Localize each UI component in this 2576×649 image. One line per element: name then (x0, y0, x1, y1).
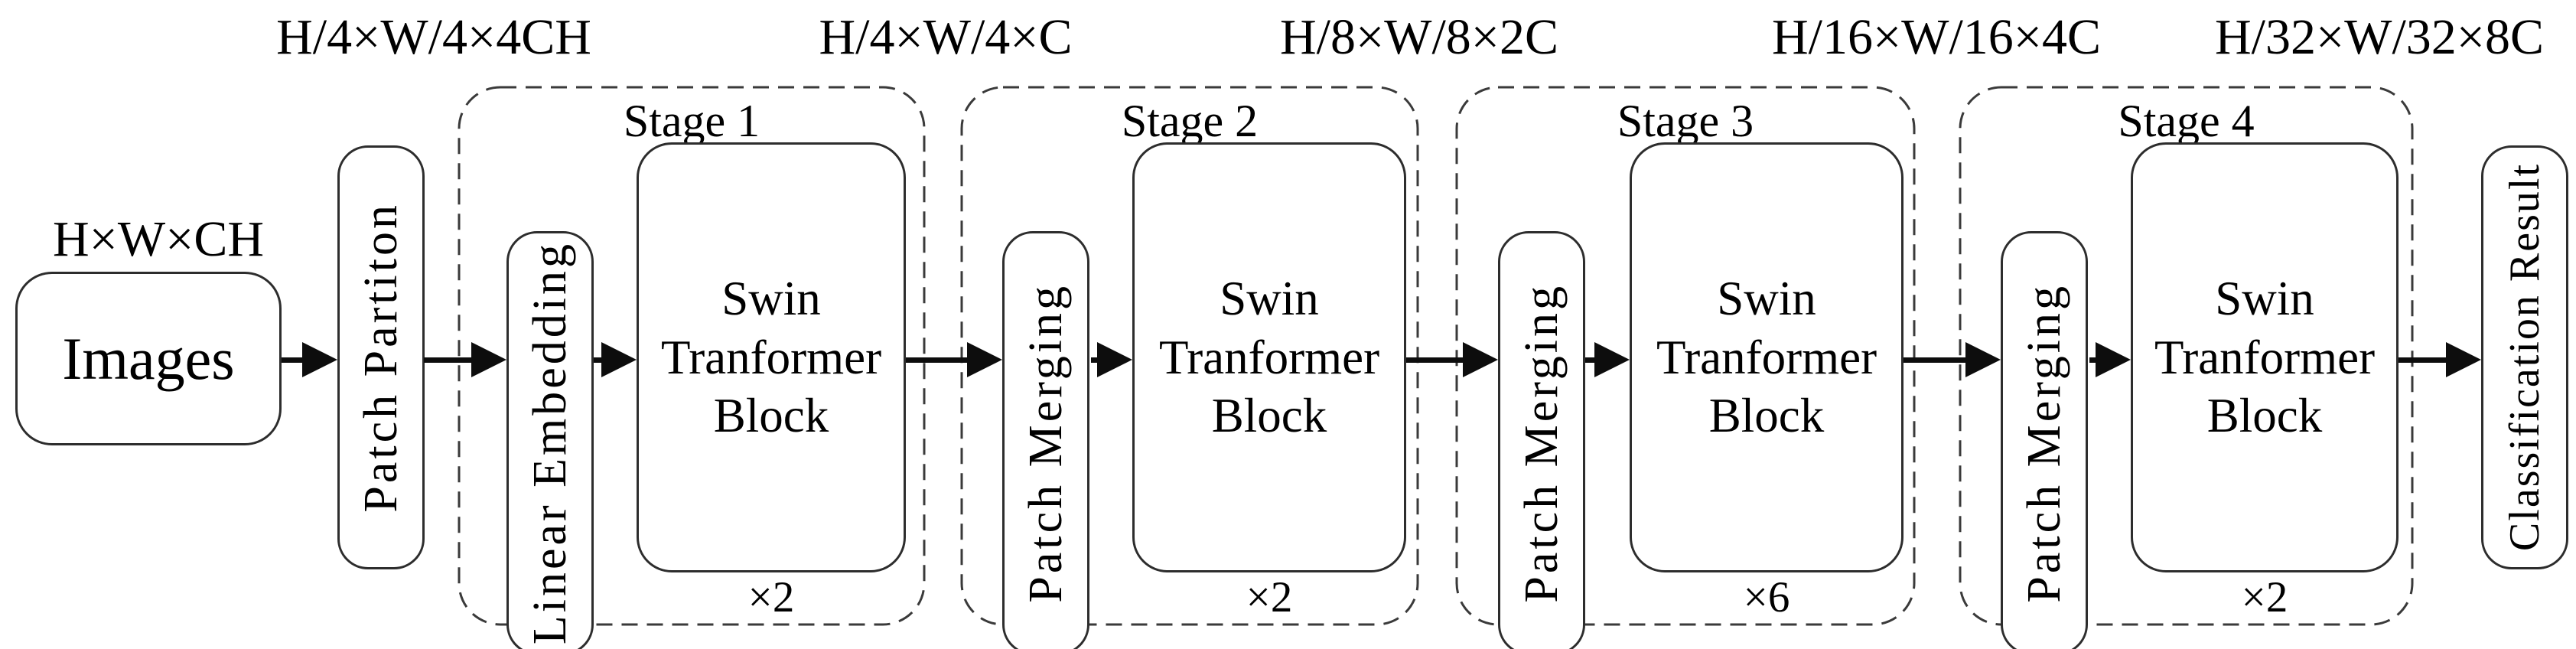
stage-3-group: Stage 3 Patch Merging Swin Tranformer Bl… (1455, 86, 1916, 649)
stage-3-repeat-label: ×6 (1743, 573, 1790, 621)
stage-1-dashed-outline (458, 86, 926, 626)
stage-3-swin-block-label: Swin Tranformer Block (1656, 271, 1877, 443)
stage-4-dashed-outline (1959, 86, 2414, 626)
arrowhead-icon (601, 342, 637, 377)
stage-4-group: Stage 4 Patch Merging Swin Tranformer Bl… (1959, 86, 2414, 649)
arrowhead-icon (2446, 342, 2481, 377)
stage-1-title: Stage 1 (623, 96, 760, 146)
arrow-shaft (1904, 357, 1969, 363)
arrow-shaft (906, 357, 971, 363)
arrow-shaft (594, 357, 605, 363)
stage-3-title: Stage 3 (1617, 96, 1754, 146)
arrowhead-icon (1097, 342, 1132, 377)
arrowhead-icon (1965, 342, 2001, 377)
flow-arrow-patch-partition-to-linear-embedding (424, 341, 506, 378)
stage-1-swin-block-box: Swin Tranformer Block (637, 142, 906, 572)
stage-2-repeat-label: ×2 (1246, 573, 1293, 621)
arrowhead-icon (471, 342, 506, 377)
flow-arrow-images-to-patch-partition (282, 341, 337, 378)
classification-result-label: Classification Result (2501, 163, 2548, 552)
arrow-shaft (1585, 357, 1598, 363)
flow-arrow-stage-2-to-stage-3 (1406, 341, 1498, 378)
arrow-shaft (2399, 357, 2450, 363)
images-box: Images (15, 272, 282, 445)
classification-result-box: Classification Result (2481, 145, 2568, 569)
stage-2-title: Stage 2 (1121, 96, 1259, 146)
dimension-label-2: H/4×W/4×C (819, 9, 1073, 65)
stage-2-swin-block-label: Swin Tranformer Block (1158, 271, 1380, 443)
stage-4-swin-block-label: Swin Tranformer Block (2154, 271, 2376, 443)
arrow-shaft (1406, 357, 1467, 363)
arrow-shaft (424, 357, 475, 363)
stage-3-dashed-outline (1455, 86, 1916, 626)
arrowhead-icon (302, 342, 337, 377)
stage-1-swin-block-label: Swin Tranformer Block (660, 271, 882, 443)
dimension-label-4: H/16×W/16×4C (1771, 9, 2102, 65)
stage-2-dashed-outline (960, 86, 1419, 626)
stage-4-patch-merging-label: Patch Merging (2018, 283, 2070, 603)
dimension-label-1: H/4×W/4×4CH (276, 9, 591, 65)
stage-4-swin-block-box: Swin Tranformer Block (2131, 142, 2399, 572)
stage-3-swin-block-box: Swin Tranformer Block (1630, 142, 1904, 572)
patch-partition-label: Patch Partiton (355, 202, 407, 513)
stage-4-repeat-label: ×2 (2241, 573, 2288, 621)
arrowhead-icon (967, 342, 1002, 377)
stage-2-group: Stage 2 Patch Merging Swin Tranformer Bl… (960, 86, 1419, 649)
stage-3-patch-merging-label: Patch Merging (1516, 283, 1568, 603)
flow-arrow-stage-3-to-stage-4 (1904, 341, 2001, 378)
flow-arrow-patch-merging-2-to-swin-2 (1091, 341, 1132, 378)
arrowhead-icon (2096, 342, 2131, 377)
stage-3-patch-merging-box: Patch Merging (1498, 231, 1585, 649)
stage-4-patch-merging-box: Patch Merging (2001, 231, 2088, 649)
images-label: Images (62, 324, 235, 392)
flow-arrow-swin-4-to-classification-result (2399, 341, 2481, 378)
flow-arrow-linear-embedding-to-swin-1 (594, 341, 637, 378)
flow-arrow-stage-1-to-stage-2 (906, 341, 1002, 378)
stage-1-group: Stage 1 Linear Embedding Swin Tranformer… (458, 86, 926, 649)
arrowhead-icon (1463, 342, 1498, 377)
arrow-shaft (1091, 357, 1101, 363)
input-dimension-label: H×W×CH (52, 211, 265, 267)
flow-arrow-patch-merging-4-to-swin-4 (2089, 341, 2131, 378)
arrow-shaft (2089, 357, 2099, 363)
stage-4-title: Stage 4 (2118, 96, 2255, 146)
flow-arrow-patch-merging-3-to-swin-3 (1585, 341, 1630, 378)
dimension-label-3: H/8×W/8×2C (1279, 9, 1559, 65)
patch-partition-box: Patch Partiton (337, 145, 425, 569)
linear-embedding-label: Linear Embedding (524, 241, 576, 645)
stage-2-patch-merging-label: Patch Merging (1020, 283, 1072, 603)
dimension-label-5: H/32×W/32×8C (2214, 9, 2545, 65)
arrow-shaft (282, 357, 306, 363)
stage-2-patch-merging-box: Patch Merging (1002, 231, 1089, 649)
stage-2-swin-block-box: Swin Tranformer Block (1132, 142, 1406, 572)
linear-embedding-box: Linear Embedding (506, 231, 594, 649)
arrowhead-icon (1594, 342, 1630, 377)
stage-1-repeat-label: ×2 (747, 573, 795, 621)
